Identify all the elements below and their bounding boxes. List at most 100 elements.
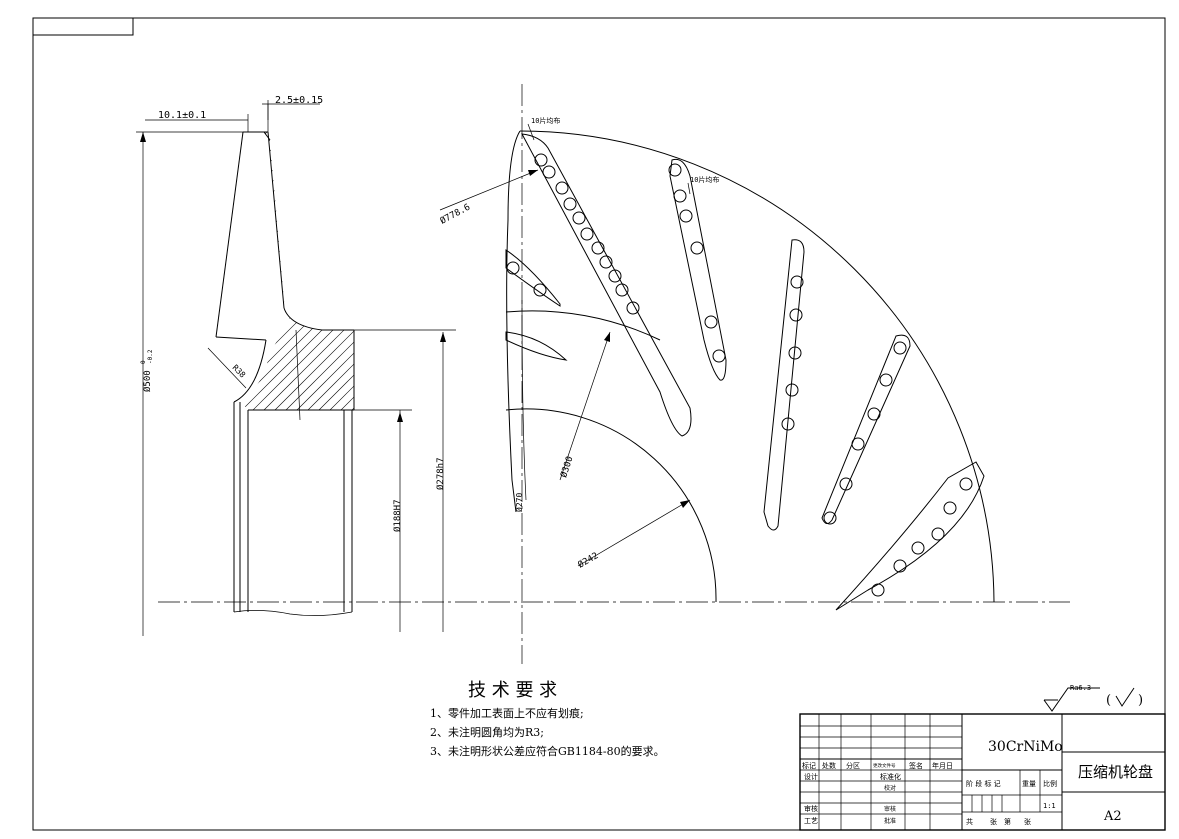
hatch-line (240, 132, 354, 410)
header-signature: 签名 (909, 761, 923, 770)
hatch-line (0, 120, 180, 420)
section-hatch (0, 120, 873, 420)
blade-hole (893, 341, 907, 355)
section-view (0, 120, 1070, 616)
hatch-line (240, 132, 354, 410)
blade-hole (785, 383, 799, 397)
hatch-line (297, 132, 354, 410)
header-change-doc: 更改文件号 (873, 762, 896, 769)
hatch-line (551, 120, 851, 420)
scale-value: 1:1 (1043, 802, 1056, 810)
hatch-line (240, 132, 354, 410)
surface-finish-symbol: Ra6.3 ( ) (1043, 684, 1143, 712)
blade-hole (823, 511, 837, 525)
hatch-line (240, 132, 354, 410)
row-design: 设计 (804, 772, 818, 781)
hatch-line (240, 132, 354, 410)
dim-od-tol-upper: 0 (140, 360, 147, 364)
hatch-line (0, 120, 213, 420)
front-dimensions: Ø778.6 10片均布 10片均布 Ø300 Ø242 Ø270 (438, 116, 719, 571)
material-name: 30CrNiMo (988, 739, 1063, 755)
blade-hole (555, 181, 569, 195)
blade-hole (789, 308, 803, 322)
surface-paren-close: ) (1138, 693, 1143, 708)
stage-label: 阶 段 标 记 (966, 779, 1001, 788)
blade-4 (821, 334, 911, 524)
hatch-line (573, 120, 873, 420)
surface-paren-open: ( (1106, 693, 1111, 708)
blade-hole (911, 541, 925, 555)
hatch-line (375, 120, 675, 420)
blade-hole (690, 241, 704, 255)
blade-hole (615, 283, 629, 297)
section-dimensions: 10.1±0.1 2.5±0.15 Ø500 0 -0.2 R38 Ø188H7… (136, 95, 456, 636)
sheet-num-label: 第 (1004, 817, 1011, 826)
dim-dia-270: Ø270 (514, 493, 524, 512)
splitter-blade (505, 249, 561, 307)
hatch-line (540, 120, 840, 420)
blade-hole (668, 163, 682, 177)
hatch-line (518, 120, 818, 420)
blade-hole (867, 407, 881, 421)
blade-hole (788, 346, 802, 360)
surface-roughness-value: Ra6.3 (1070, 684, 1091, 692)
hatch-line (352, 132, 354, 410)
row-review: 审核 (804, 804, 818, 813)
hatch-line (253, 132, 354, 410)
hatch-line (0, 120, 224, 420)
drawing-size: A2 (1103, 809, 1122, 824)
hatch-line (240, 132, 247, 410)
hatch-line (240, 132, 335, 410)
blade-pattern-label-1: 10片均布 (531, 116, 560, 125)
blade-3 (763, 239, 805, 531)
blade-pattern-label-2: 10片均布 (690, 175, 719, 184)
blade-hole (572, 211, 586, 225)
hatch-line (341, 132, 354, 410)
hatch-line (240, 132, 354, 410)
hatch-line (240, 132, 258, 410)
blade-hole (563, 197, 577, 211)
hatch-line (240, 132, 354, 410)
hatch-line (496, 120, 796, 420)
mid-proofread: 校对 (884, 784, 896, 792)
hub-arc-300 (505, 310, 661, 341)
requirement-item-2: 2、未注明圆角均为R3; (430, 725, 544, 739)
hatch-line (562, 120, 862, 420)
hatch-line (452, 120, 752, 420)
blade-hole (839, 477, 853, 491)
title-block: 30CrNiMo 压缩机轮盘 A2 1:1 标记 处数 分区 更改文件号 签名 … (799, 713, 1166, 831)
sheet-num-unit: 张 (1024, 817, 1031, 826)
hatch-line (240, 132, 354, 410)
hatch-line (240, 132, 354, 410)
hatch-line (240, 132, 313, 410)
requirement-item-1: 1、零件加工表面上不应有划痕; (430, 706, 584, 720)
blade-hole (626, 301, 640, 315)
header-count: 处数 (822, 761, 836, 770)
dim-width-top: 10.1±0.1 (158, 110, 206, 121)
hatch-line (240, 132, 354, 410)
hatch-line (0, 120, 191, 420)
blade-hole (542, 165, 556, 179)
front-view (505, 84, 995, 664)
drawing-frame (32, 17, 1166, 831)
outer-rim-arc (519, 130, 995, 603)
weight-label: 重量 (1022, 780, 1036, 788)
hatch-line (240, 132, 354, 410)
header-date: 年月日 (932, 761, 953, 770)
hatch-line (507, 120, 807, 420)
blade-hole (959, 477, 973, 491)
header-mark: 标记 (802, 761, 816, 770)
header-zone: 分区 (846, 761, 860, 770)
blade-hole (599, 255, 613, 269)
hatch-line (240, 132, 346, 410)
blade-hole (533, 283, 547, 297)
dim-od-outer: Ø500 (142, 370, 153, 392)
dim-fillet-radius: R38 (231, 363, 248, 380)
sheet-total-unit: 张 (990, 817, 997, 826)
blade-hole (871, 583, 885, 597)
hatch-line (386, 120, 686, 420)
blade-hole (704, 315, 718, 329)
dim-od-tol-lower: -0.2 (147, 349, 154, 364)
hatch-line (240, 132, 324, 410)
blade-hole (893, 559, 907, 573)
